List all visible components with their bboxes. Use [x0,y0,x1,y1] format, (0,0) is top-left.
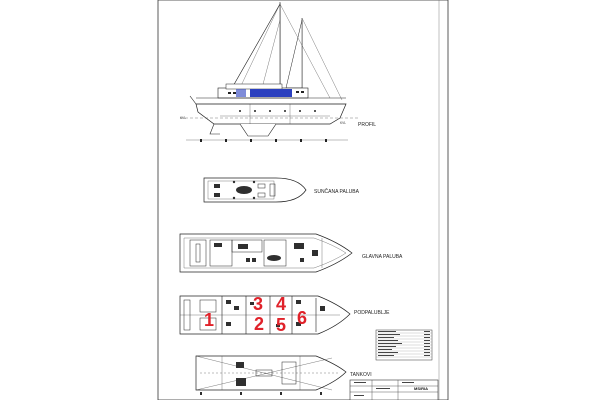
cabin-number-4: 4 [276,294,286,314]
tank-plan [195,355,347,395]
label-profile: PROFIL [358,122,376,128]
cabin-number-5: 5 [276,315,286,335]
main-deck-table [267,255,281,261]
sun-deck-table [236,186,252,194]
cabin-number-2: 2 [254,314,264,334]
svg-text:KVL: KVL [180,116,186,120]
label-main-deck: GLAVNA PALUBA [362,254,403,260]
label-sun-deck: SUNČANA PALUBA [314,188,360,195]
title-block-project: MS/RIA [414,386,428,391]
lower-deck-plan [179,295,351,335]
sheet-frame [157,0,449,400]
mainsail [231,2,281,89]
cabin-number-6: 6 [297,308,307,328]
title-block [349,379,439,400]
main-deck-plan [179,233,353,273]
hull-profile [195,103,347,125]
cabin-number-3: 3 [253,294,263,314]
technical-data-table [375,329,433,361]
profile-view: KVL KVL [180,2,360,142]
sun-deck-plan [203,177,307,203]
label-tank-top: TANKOVI [350,372,372,378]
label-lower-deck: PODPALUBLJE [354,310,390,316]
cabin-number-1: 1 [204,310,214,330]
svg-text:KVL: KVL [340,121,346,125]
